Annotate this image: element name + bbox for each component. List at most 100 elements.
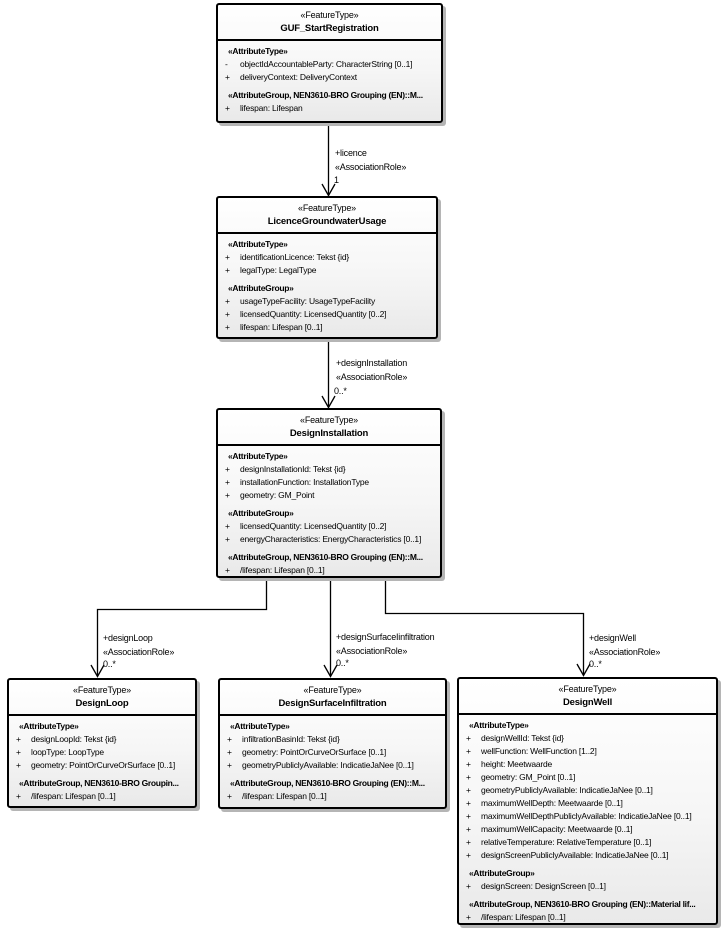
attribute-text: designLoopId: Tekst {id} bbox=[31, 734, 117, 744]
attribute-section: «AttributeGroup, NEN3610-BRO Grouping (E… bbox=[218, 551, 440, 577]
attribute-section: «AttributeType»+designLoopId: Tekst {id}… bbox=[9, 720, 195, 772]
class-guf-startregistration[interactable]: «FeatureType» GUF_StartRegistration «Att… bbox=[216, 3, 443, 123]
section-header: «AttributeGroup, NEN3610-BRO Grouping (E… bbox=[230, 778, 425, 788]
connector-label-design-loop: +designLoop «AssociationRole» bbox=[103, 631, 174, 659]
visibility-marker: + bbox=[225, 322, 230, 332]
class-title: «FeatureType» DesignLoop bbox=[9, 680, 195, 716]
class-name: DesignLoop bbox=[75, 698, 129, 709]
role-name: +designSurfaceIinfiltration bbox=[336, 632, 435, 642]
attribute-text: usageTypeFacility: UsageTypeFacility bbox=[240, 296, 376, 306]
attribute-row: +geometry: GM_Point bbox=[218, 489, 440, 502]
visibility-marker: + bbox=[466, 759, 471, 769]
class-name: DesignInstallation bbox=[289, 428, 369, 439]
attribute-text: objectIdAccountableParty: CharacterStrin… bbox=[240, 59, 413, 69]
role-name: +licence bbox=[335, 148, 367, 158]
connector-label-design-well: +designWell «AssociationRole» bbox=[589, 631, 660, 659]
visibility-marker: + bbox=[225, 534, 230, 544]
visibility-marker: + bbox=[16, 747, 21, 757]
class-attributes: «AttributeType»+designInstallationId: Te… bbox=[218, 446, 440, 577]
attribute-row: +loopType: LoopType bbox=[9, 746, 195, 759]
attribute-row: +designScreen: DesignScreen [0..1] bbox=[459, 880, 716, 893]
class-attributes: «AttributeType»+designLoopId: Tekst {id}… bbox=[9, 716, 195, 803]
visibility-marker: + bbox=[16, 734, 21, 744]
connector-label-design-surface-infiltration: +designSurfaceIinfiltration «Association… bbox=[336, 630, 435, 658]
class-attributes: «AttributeType» + designWellId: Tekst {id}… bbox=[459, 715, 716, 924]
attribute-row: +/lifespan: Lifespan [0..1] bbox=[9, 790, 195, 803]
attribute-row: +maximumWellCapacity: Meetwaarde [0..1] bbox=[459, 823, 716, 836]
attribute-section: «AttributeType» + infiltrationBasinId: Tek… bbox=[220, 720, 445, 772]
attribute-row: +geometryPubliclyAvailable: IndicatieJaN… bbox=[459, 784, 716, 797]
visibility-marker: + bbox=[227, 747, 232, 757]
visibility-marker: + bbox=[225, 477, 230, 487]
attribute-row: + lifespan: Lifespan [0..1] bbox=[218, 321, 436, 334]
class-stereotype: «FeatureType» bbox=[300, 415, 358, 425]
attribute-section: «AttributeGroup, NEN3610-BRO Grouping (E… bbox=[220, 777, 445, 803]
visibility-marker: + bbox=[227, 734, 232, 744]
attribute-section: «AttributeGroup» +designScreen: DesignScr… bbox=[459, 867, 716, 893]
visibility-marker: + bbox=[466, 824, 471, 834]
attribute-section: «AttributeGroup»+usageTypeFacility: Usag… bbox=[218, 282, 436, 334]
arrowhead-licence bbox=[321, 183, 336, 197]
attribute-section: «AttributeType»+designInstallationId: Te… bbox=[218, 450, 440, 502]
attribute-text: deliveryContext: DeliveryContext bbox=[240, 72, 357, 82]
attribute-text: geometry: GM_Point bbox=[240, 490, 315, 500]
class-name: GUF_StartRegistration bbox=[280, 23, 379, 34]
attribute-text: lifespan: Lifespan bbox=[240, 103, 303, 113]
visibility-marker: + bbox=[466, 912, 471, 922]
attribute-text: geometryPubliclyAvailable: IndicatieJaNe… bbox=[242, 760, 414, 770]
attribute-text: installationFunction: InstallationType bbox=[240, 477, 369, 487]
class-licence-groundwater-usage[interactable]: «FeatureType» LicenceGroundwaterUsage «A… bbox=[216, 196, 438, 339]
role-stereotype: «AssociationRole» bbox=[336, 646, 408, 656]
class-attributes: «AttributeType»-objectIdAccountableParty… bbox=[218, 41, 441, 115]
visibility-marker: + bbox=[466, 746, 471, 756]
attribute-text: infiltrationBasinId: Tekst {id} bbox=[242, 734, 340, 744]
class-design-surface-infiltration[interactable]: «FeatureType» DesignSurfaceInfiltration … bbox=[218, 678, 447, 809]
attribute-row: + infiltrationBasinId: Tekst {id} bbox=[220, 733, 445, 746]
visibility-marker: + bbox=[466, 733, 471, 743]
role-name: +designWell bbox=[589, 633, 636, 643]
section-header: «AttributeType» bbox=[228, 451, 288, 461]
class-design-well[interactable]: «FeatureType» DesignWell «AttributeType»… bbox=[457, 677, 718, 925]
attribute-text: lifespan: Lifespan [0..1] bbox=[240, 322, 323, 332]
class-name: DesignSurfaceInfiltration bbox=[278, 698, 387, 709]
class-design-loop[interactable]: «FeatureType» DesignLoop «AttributeType»… bbox=[7, 678, 197, 808]
class-title: «FeatureType» DesignWell bbox=[459, 679, 716, 715]
connector-label-design-installation: +designInstallation «AssociationRole» bbox=[336, 356, 407, 384]
section-header: «AttributeType» bbox=[230, 721, 290, 731]
class-design-installation[interactable]: «FeatureType» DesignInstallation «Attrib… bbox=[216, 408, 442, 578]
attribute-row: +relativeTemperature: RelativeTemperatur… bbox=[459, 836, 716, 849]
section-header: «AttributeGroup, NEN3610-BRO Grouping (E… bbox=[228, 552, 423, 562]
attribute-row: +legalType: LegalType bbox=[218, 264, 436, 277]
section-header: «AttributeGroup» bbox=[469, 868, 535, 878]
attribute-section: «AttributeType»-objectIdAccountableParty… bbox=[218, 45, 441, 84]
attribute-text: designWellId: Tekst {id} bbox=[481, 733, 564, 743]
class-title: «FeatureType» DesignSurfaceInfiltration bbox=[220, 680, 445, 716]
section-header: «AttributeGroup» bbox=[228, 283, 294, 293]
class-title: «FeatureType» LicenceGroundwaterUsage bbox=[218, 198, 436, 234]
attribute-row: + designLoopId: Tekst {id} bbox=[9, 733, 195, 746]
class-attributes: «AttributeType»+identificationLicence: T… bbox=[218, 234, 436, 334]
visibility-marker: + bbox=[225, 309, 230, 319]
attribute-text: designScreen: DesignScreen [0..1] bbox=[481, 881, 606, 891]
multiplicity-design-installation: 0..* bbox=[334, 386, 347, 396]
class-attributes: «AttributeType» + infiltrationBasinId: Tek… bbox=[220, 716, 445, 803]
section-header: «AttributeType» bbox=[469, 720, 529, 730]
connector-design-loop[interactable] bbox=[96, 578, 268, 676]
class-title: «FeatureType» DesignInstallation bbox=[218, 410, 440, 446]
arrowhead-design-loop bbox=[90, 664, 105, 678]
attribute-row: +geometry: PointOrCurveOrSurface [0..1] bbox=[9, 759, 195, 772]
attribute-row: +usageTypeFacility: UsageTypeFacility bbox=[218, 295, 436, 308]
role-name: +designLoop bbox=[103, 633, 153, 643]
attribute-row: +/lifespan: Lifespan [0..1] bbox=[220, 790, 445, 803]
visibility-marker: + bbox=[225, 252, 230, 262]
visibility-marker: + bbox=[466, 785, 471, 795]
section-header: «AttributeGroup» bbox=[228, 508, 294, 518]
attribute-row: +designInstallationId: Tekst {id} bbox=[218, 463, 440, 476]
visibility-marker: + bbox=[16, 791, 21, 801]
connector-design-well[interactable] bbox=[384, 578, 585, 675]
attribute-row: +geometryPubliclyAvailable: IndicatieJaN… bbox=[220, 759, 445, 772]
attribute-text: /lifespan: Lifespan [0..1] bbox=[242, 791, 327, 801]
section-header: «AttributeGroup, NEN3610-BRO Grouping (E… bbox=[228, 90, 423, 100]
visibility-marker: + bbox=[466, 811, 471, 821]
attribute-text: designInstallationId: Tekst {id} bbox=[240, 464, 346, 474]
